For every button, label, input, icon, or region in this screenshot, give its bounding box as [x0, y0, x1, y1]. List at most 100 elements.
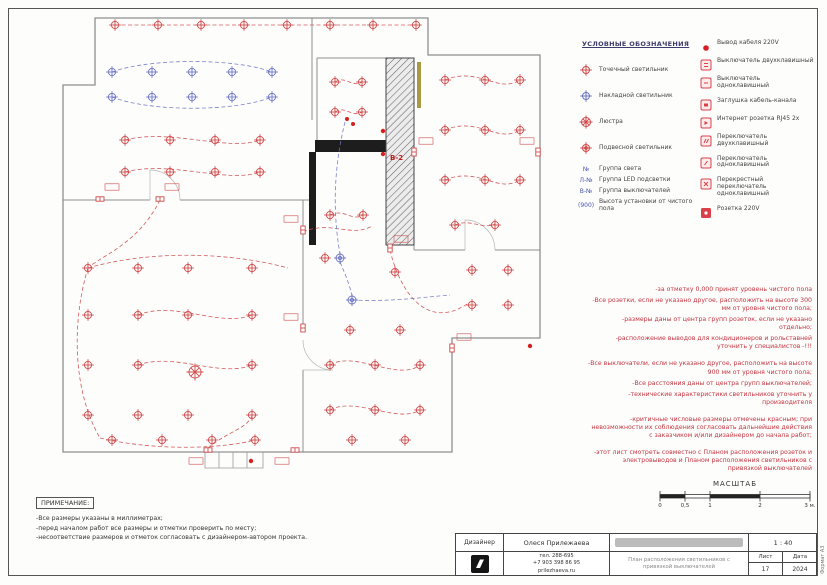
- legend-item: Переключатель двухклавишный: [700, 132, 814, 148]
- legend-item-label: Переключатель одноклавишный: [717, 154, 770, 169]
- legend-item-label: Группа выключателей: [599, 187, 671, 195]
- legend-item-label: Накладной светильник: [599, 91, 673, 99]
- scale-tick: 3 м.: [804, 503, 816, 509]
- surface-light-icon: [578, 88, 594, 104]
- legend-item: Подвесной светильник: [578, 140, 698, 156]
- legend-item: Розетка 220V: [700, 204, 814, 219]
- scale-ruler: [659, 491, 811, 502]
- sheet-border: [8, 8, 818, 576]
- date-label: Дата: [783, 552, 817, 563]
- legend-item: В-№ Группа выключателей: [578, 187, 698, 195]
- legend-item: Заглушка кабель-канала: [700, 96, 814, 111]
- note-line: -размеры даны от центра групп розеток, е…: [621, 316, 812, 332]
- phone-line: тел. 288-695: [539, 553, 574, 560]
- legend-item: Перекрестный переключатель одноклавишный: [700, 175, 814, 198]
- title-block: Дизайнер Олеся Прилежаева 1 : 40 тел. 28…: [455, 533, 817, 576]
- redacted-field: [610, 534, 749, 552]
- note-block: ПРИМЕЧАНИЕ: -Все размеры указаны в милли…: [36, 490, 336, 543]
- redaction-bar: [615, 538, 743, 547]
- legend-item-label: Группа света: [599, 165, 642, 173]
- chandelier-icon: [578, 114, 594, 130]
- note-line: -технические характеристики светильников…: [628, 390, 812, 406]
- pendant-light-icon: [578, 140, 594, 156]
- legend-item: Вывод кабеля 220V: [700, 38, 814, 51]
- legend-item-label: Розетка 220V: [717, 205, 760, 213]
- legend-item-label: Точечный светильник: [599, 65, 669, 73]
- bearing-wall-vertical: [309, 152, 316, 245]
- designer-logo: [456, 552, 504, 576]
- cable-output-icon: [700, 38, 712, 51]
- legend-item-label: Выключатель двухклавишный: [717, 57, 814, 64]
- switch-two-gang-icon: [700, 56, 712, 71]
- legend-item: Накладной светильник: [578, 88, 698, 104]
- group-label-v2: В-2: [390, 154, 403, 162]
- legend-item-label: Перекрестный переключатель одноклавишный: [717, 176, 770, 198]
- legend-item: Переключатель одноклавишный: [700, 154, 814, 170]
- changeover-two-gang-icon: [700, 132, 712, 147]
- date-value: 2024: [792, 566, 808, 573]
- legend-item-label: Высота установки от чистого пола: [599, 198, 693, 212]
- point-light-icon: [578, 62, 594, 78]
- legend-item: Точечный светильник: [578, 62, 698, 78]
- rj45-socket-icon: [700, 114, 712, 129]
- scale-tick: 1: [708, 503, 712, 509]
- note-block-line: -несоответствие размеров и отметок согла…: [36, 534, 308, 542]
- sheet-value: 17: [749, 563, 783, 576]
- note-line: -Все расстояния даны от центра групп вык…: [632, 379, 812, 387]
- sheet-label: Лист: [749, 552, 783, 563]
- switch-symbols: [95, 147, 541, 453]
- note-block-line: -перед началом работ все размеры и отмет…: [36, 524, 257, 532]
- legend-item: Выключатель двухклавишный: [700, 56, 814, 71]
- legend-item: (900) Высота установки от чистого пола: [578, 198, 698, 213]
- note-line: -этот лист смотреть совместно с Планом р…: [593, 448, 812, 473]
- legend-item-label: Заглушка кабель-канала: [717, 96, 797, 104]
- socket-220v-icon: [700, 204, 712, 219]
- blue-wiring-lines: [111, 61, 451, 301]
- legend-item-label: Переключатель двухклавишный: [717, 132, 769, 147]
- scale-tick-labels: 0 0,5 1 2 3 м.: [658, 503, 815, 512]
- switch-one-gang-icon: [700, 74, 712, 89]
- red-notes: -за отметку 0,000 принят уровень чистого…: [588, 286, 812, 476]
- designer-name: Олеся Прилежаева: [504, 534, 610, 552]
- legend-item: Люстра: [578, 114, 698, 130]
- switch-label-frames: [104, 137, 535, 465]
- legend-item-prefix: (900): [578, 202, 595, 210]
- hatched-column: [385, 57, 415, 246]
- scale-title: МАСШТАБ: [712, 480, 758, 488]
- legend-item: Выключатель одноклавишный: [700, 74, 814, 90]
- changeover-one-gang-icon: [700, 154, 712, 169]
- phone-line: +7 903 398 86 95: [532, 560, 581, 567]
- door-leaf-strip: [417, 62, 421, 108]
- legend-item-label: Вывод кабеля 220V: [717, 39, 779, 46]
- legend-item: № Группа света: [578, 165, 698, 173]
- legend-item-label: Подвесной светильник: [599, 143, 672, 151]
- red-wiring-lines: [76, 24, 521, 449]
- note-line: -Все розетки, если не указано другое, ра…: [592, 297, 812, 313]
- scale-value: 1 : 40: [749, 534, 817, 552]
- legend-item-label: Интернет розетка RJ45 2x: [717, 114, 800, 122]
- legend-item-prefix: Л-№: [579, 177, 593, 184]
- legend-item-label: Группа LED подсветки: [599, 176, 671, 184]
- walls: [62, 17, 541, 469]
- format-label: Формат А3: [820, 545, 826, 574]
- cross-switch-icon: [700, 175, 712, 190]
- legend-title: УСЛОВНЫЕ ОБОЗНАЧЕНИЯ: [582, 40, 690, 48]
- legend-item-prefix: В-№: [579, 188, 593, 195]
- legend-item-prefix: №: [582, 166, 590, 173]
- legend-item-label: Выключатель одноклавишный: [717, 75, 770, 89]
- legend-item: Интернет розетка RJ45 2x: [700, 114, 814, 129]
- note-line: -расположение выводов для кондиционеров …: [615, 335, 812, 351]
- drawing-title: План расположения светильников с привязк…: [610, 552, 749, 576]
- blue-light-symbols: [105, 65, 359, 307]
- contact-info: тел. 288-695 +7 903 398 86 95 prilezhaev…: [504, 552, 610, 576]
- scale-tick: 2: [758, 503, 762, 509]
- note-line: -критичные числовые размеры отмечены кра…: [591, 415, 812, 439]
- cable-output-dots: [248, 117, 533, 464]
- legend-right-column: Вывод кабеля 220V Выключатель двухклавиш…: [700, 38, 814, 219]
- scale-tick: 0: [658, 503, 662, 509]
- bearing-wall-horizontal: [315, 140, 388, 152]
- note-line: -за отметку 0,000 принят уровень чистого…: [655, 286, 812, 293]
- website[interactable]: prilezhaeva.ru: [537, 567, 576, 574]
